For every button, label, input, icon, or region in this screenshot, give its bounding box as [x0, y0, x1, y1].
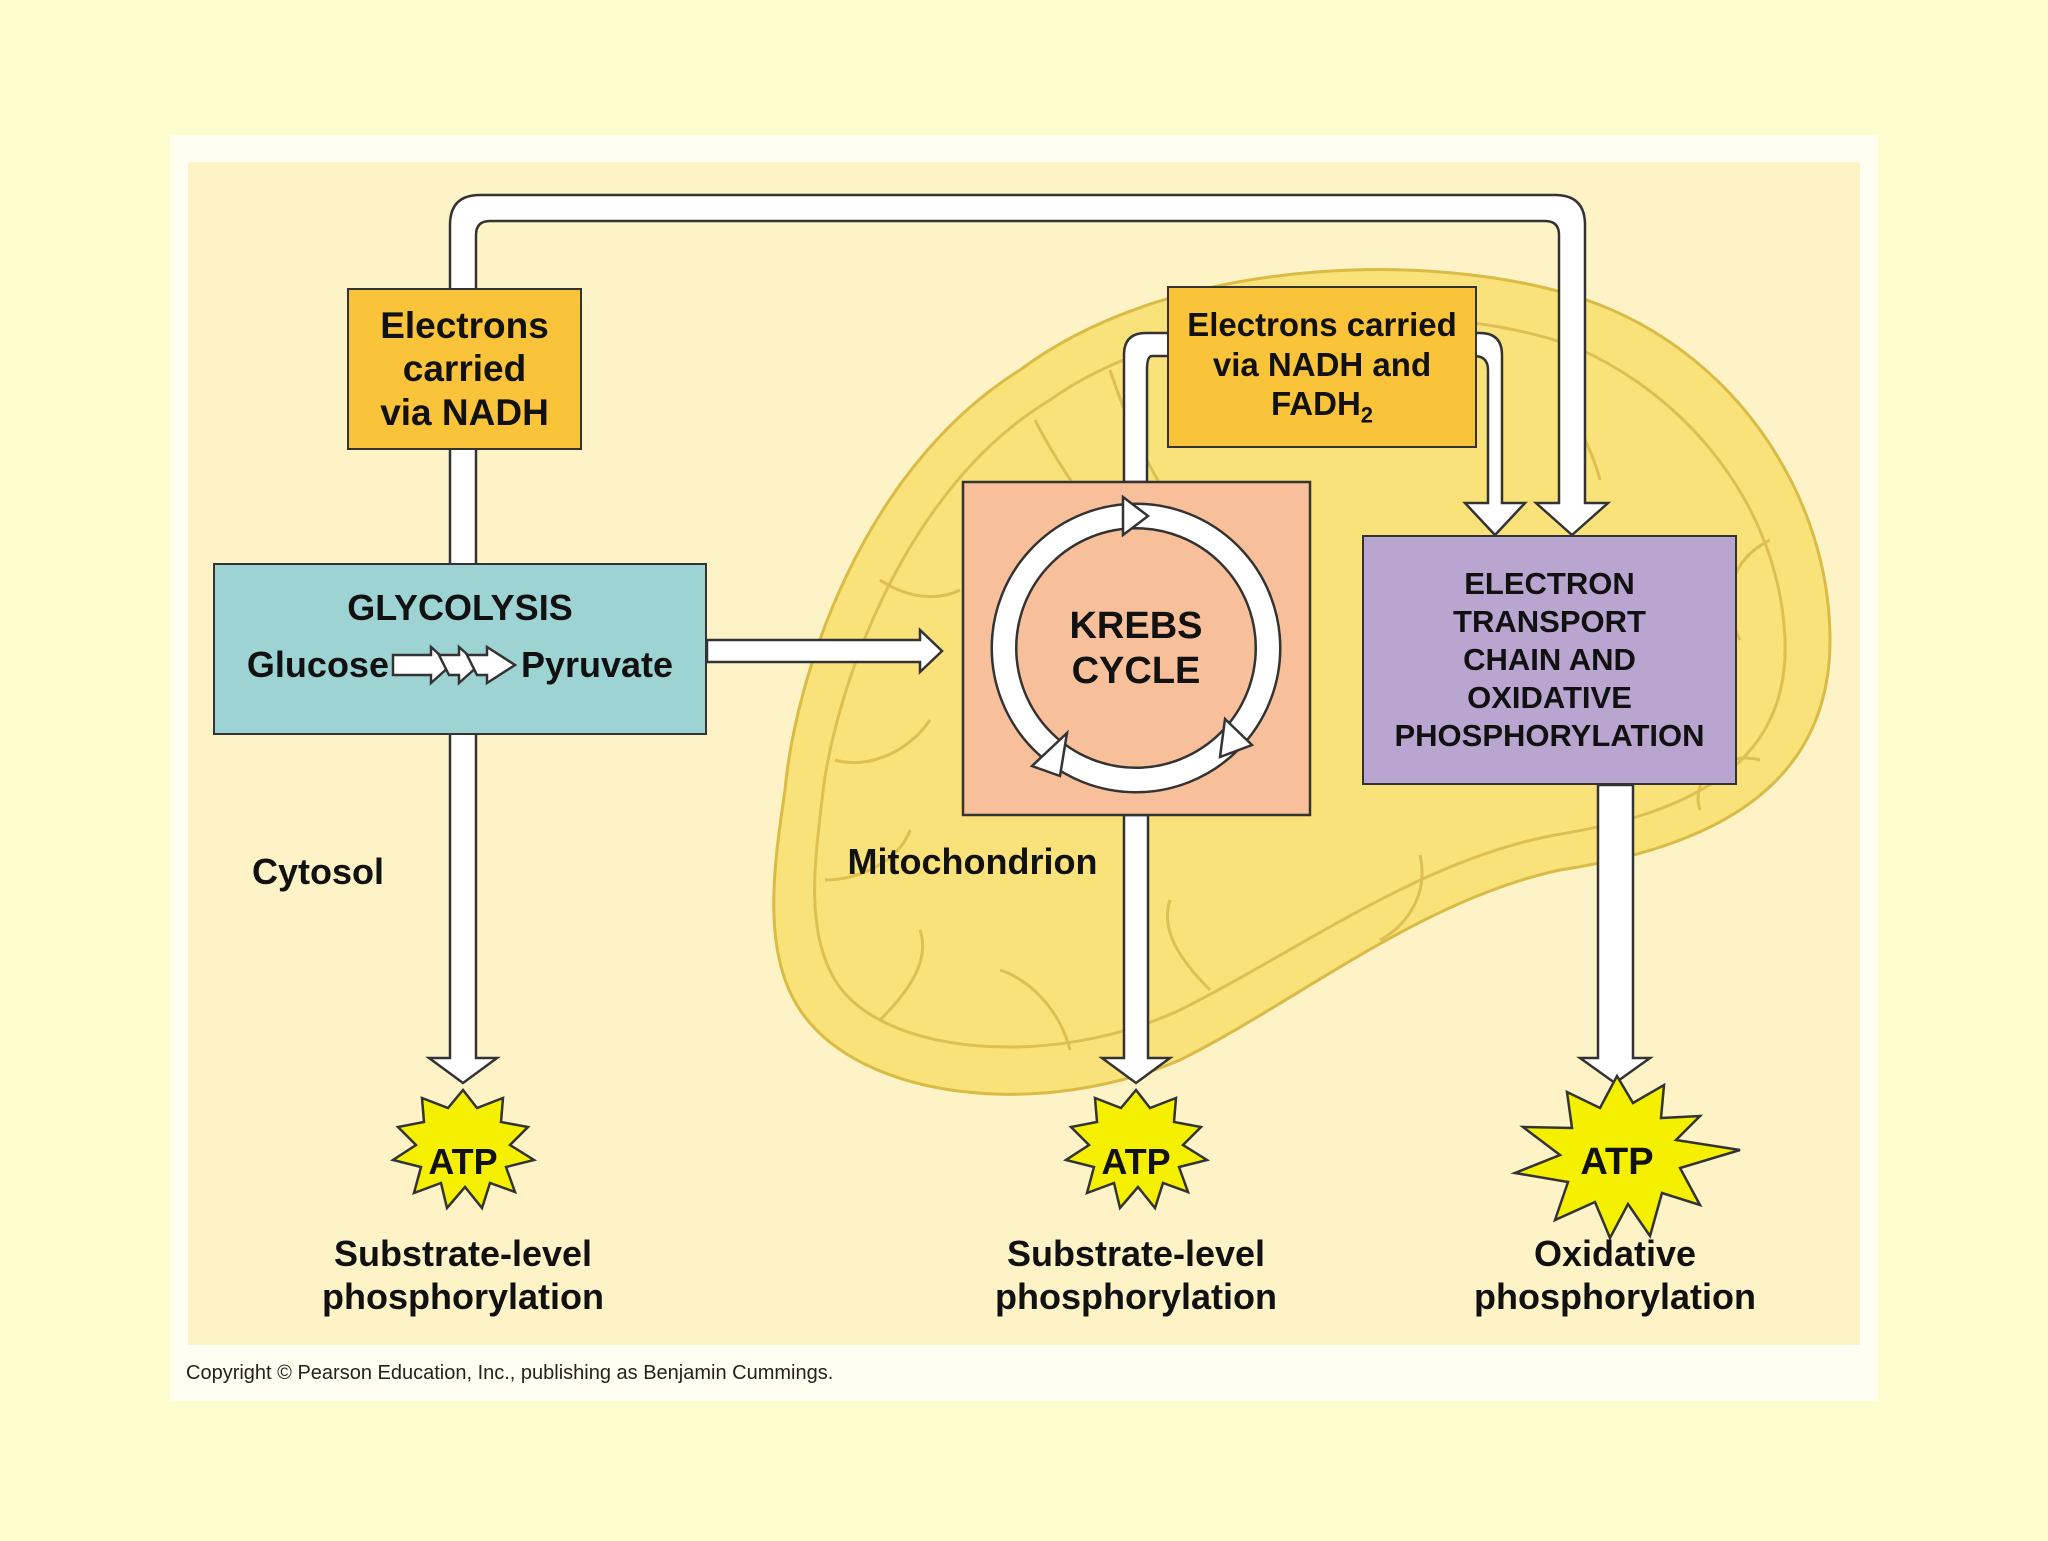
glycolysis-atp-arrow	[425, 731, 501, 1085]
glycolysis-equation: Glucose Pyruvate	[247, 643, 673, 687]
substrate-level-phosphorylation-label: Substrate-level phosphorylation	[956, 1232, 1316, 1318]
crista	[834, 719, 932, 765]
fadh-subscript: 2	[1360, 402, 1374, 428]
pyruvate-label: Pyruvate	[520, 644, 674, 685]
krebs-cycle-label: KREBS CYCLE	[1036, 604, 1236, 694]
atp-label: ATP	[428, 1141, 498, 1182]
copyright-notice: Copyright © Pearson Education, Inc., pub…	[186, 1362, 834, 1384]
atp-burst-icon	[1510, 1073, 1741, 1241]
output-line: Substrate-level	[333, 1233, 593, 1274]
krebs-cycle-arrowhead	[1121, 494, 1151, 538]
crista	[1379, 854, 1424, 942]
etc-label-line: ELECTRON	[1464, 566, 1635, 602]
krebs-box	[961, 480, 1312, 817]
nadh-carrier-line: carried	[402, 348, 527, 390]
etc-label-line: OXIDATIVE	[1467, 679, 1632, 715]
krebs-atp-arrow	[1098, 813, 1174, 1085]
substrate-level-phosphorylation-label: Substrate-level phosphorylation	[283, 1232, 643, 1318]
nadh-fadh-carrier-box: Electrons carried via NADH and FADH2	[1167, 286, 1477, 448]
fadh-label: FADH	[1270, 385, 1361, 423]
atp-burst-icon	[389, 1088, 538, 1211]
etc-label-line: CHAIN AND	[1463, 642, 1636, 678]
etc-atp-arrow	[1576, 783, 1654, 1085]
triple-arrow-icon	[391, 644, 518, 686]
mitochondrion-label: Mitochondrion	[847, 841, 1098, 882]
pyruvate-to-krebs-arrow	[705, 627, 944, 675]
output-line: phosphorylation	[995, 1276, 1277, 1318]
etc-label-line: TRANSPORT	[1453, 604, 1646, 640]
krebs-cycle-arrowhead	[1029, 729, 1069, 778]
output-line: phosphorylation	[322, 1276, 604, 1318]
nadh-fadh-carrier-line: via NADH and	[1212, 345, 1432, 383]
etc-label-line: PHOSPHORYLATION	[1394, 717, 1705, 753]
nadh-carrier-line: Electrons	[380, 304, 549, 346]
crista	[1165, 899, 1212, 992]
atp-burst-icon	[1062, 1088, 1211, 1211]
nadh-fadh-carrier-line: FADH2	[1271, 384, 1373, 429]
glycolysis-title: GLYCOLYSIS	[347, 587, 573, 628]
crista	[878, 929, 925, 1022]
cytosol-label: Cytosol	[251, 851, 384, 892]
output-line: Oxidative	[1533, 1233, 1697, 1274]
krebs-label-line: KREBS	[1069, 605, 1203, 647]
krebs-label-line: CYCLE	[1071, 649, 1201, 692]
krebs-nadh-fadh-loop-arrow	[1122, 331, 1528, 537]
nadh-loop-arrow	[448, 193, 1612, 567]
nadh-fadh-carrier-line: Electrons carried	[1187, 305, 1457, 343]
glycolysis-box: GLYCOLYSIS Glucose Pyruvate	[213, 563, 707, 735]
nadh-carrier-line: via NADH	[380, 391, 549, 433]
nadh-carrier-box: Electrons carried via NADH	[347, 288, 582, 450]
krebs-cycle-arrowhead	[1218, 716, 1255, 759]
crista	[824, 829, 912, 882]
output-line: Substrate-level	[1006, 1233, 1266, 1274]
crista	[999, 968, 1072, 1051]
atp-label: ATP	[1580, 1141, 1654, 1183]
glucose-label: Glucose	[246, 644, 389, 685]
output-line: phosphorylation	[1474, 1276, 1756, 1318]
crista	[879, 578, 961, 599]
electron-transport-chain-box: ELECTRON TRANSPORT CHAIN AND OXIDATIVE P…	[1362, 535, 1737, 785]
atp-label: ATP	[1101, 1141, 1171, 1182]
oxidative-phosphorylation-label: Oxidative phosphorylation	[1435, 1232, 1795, 1318]
